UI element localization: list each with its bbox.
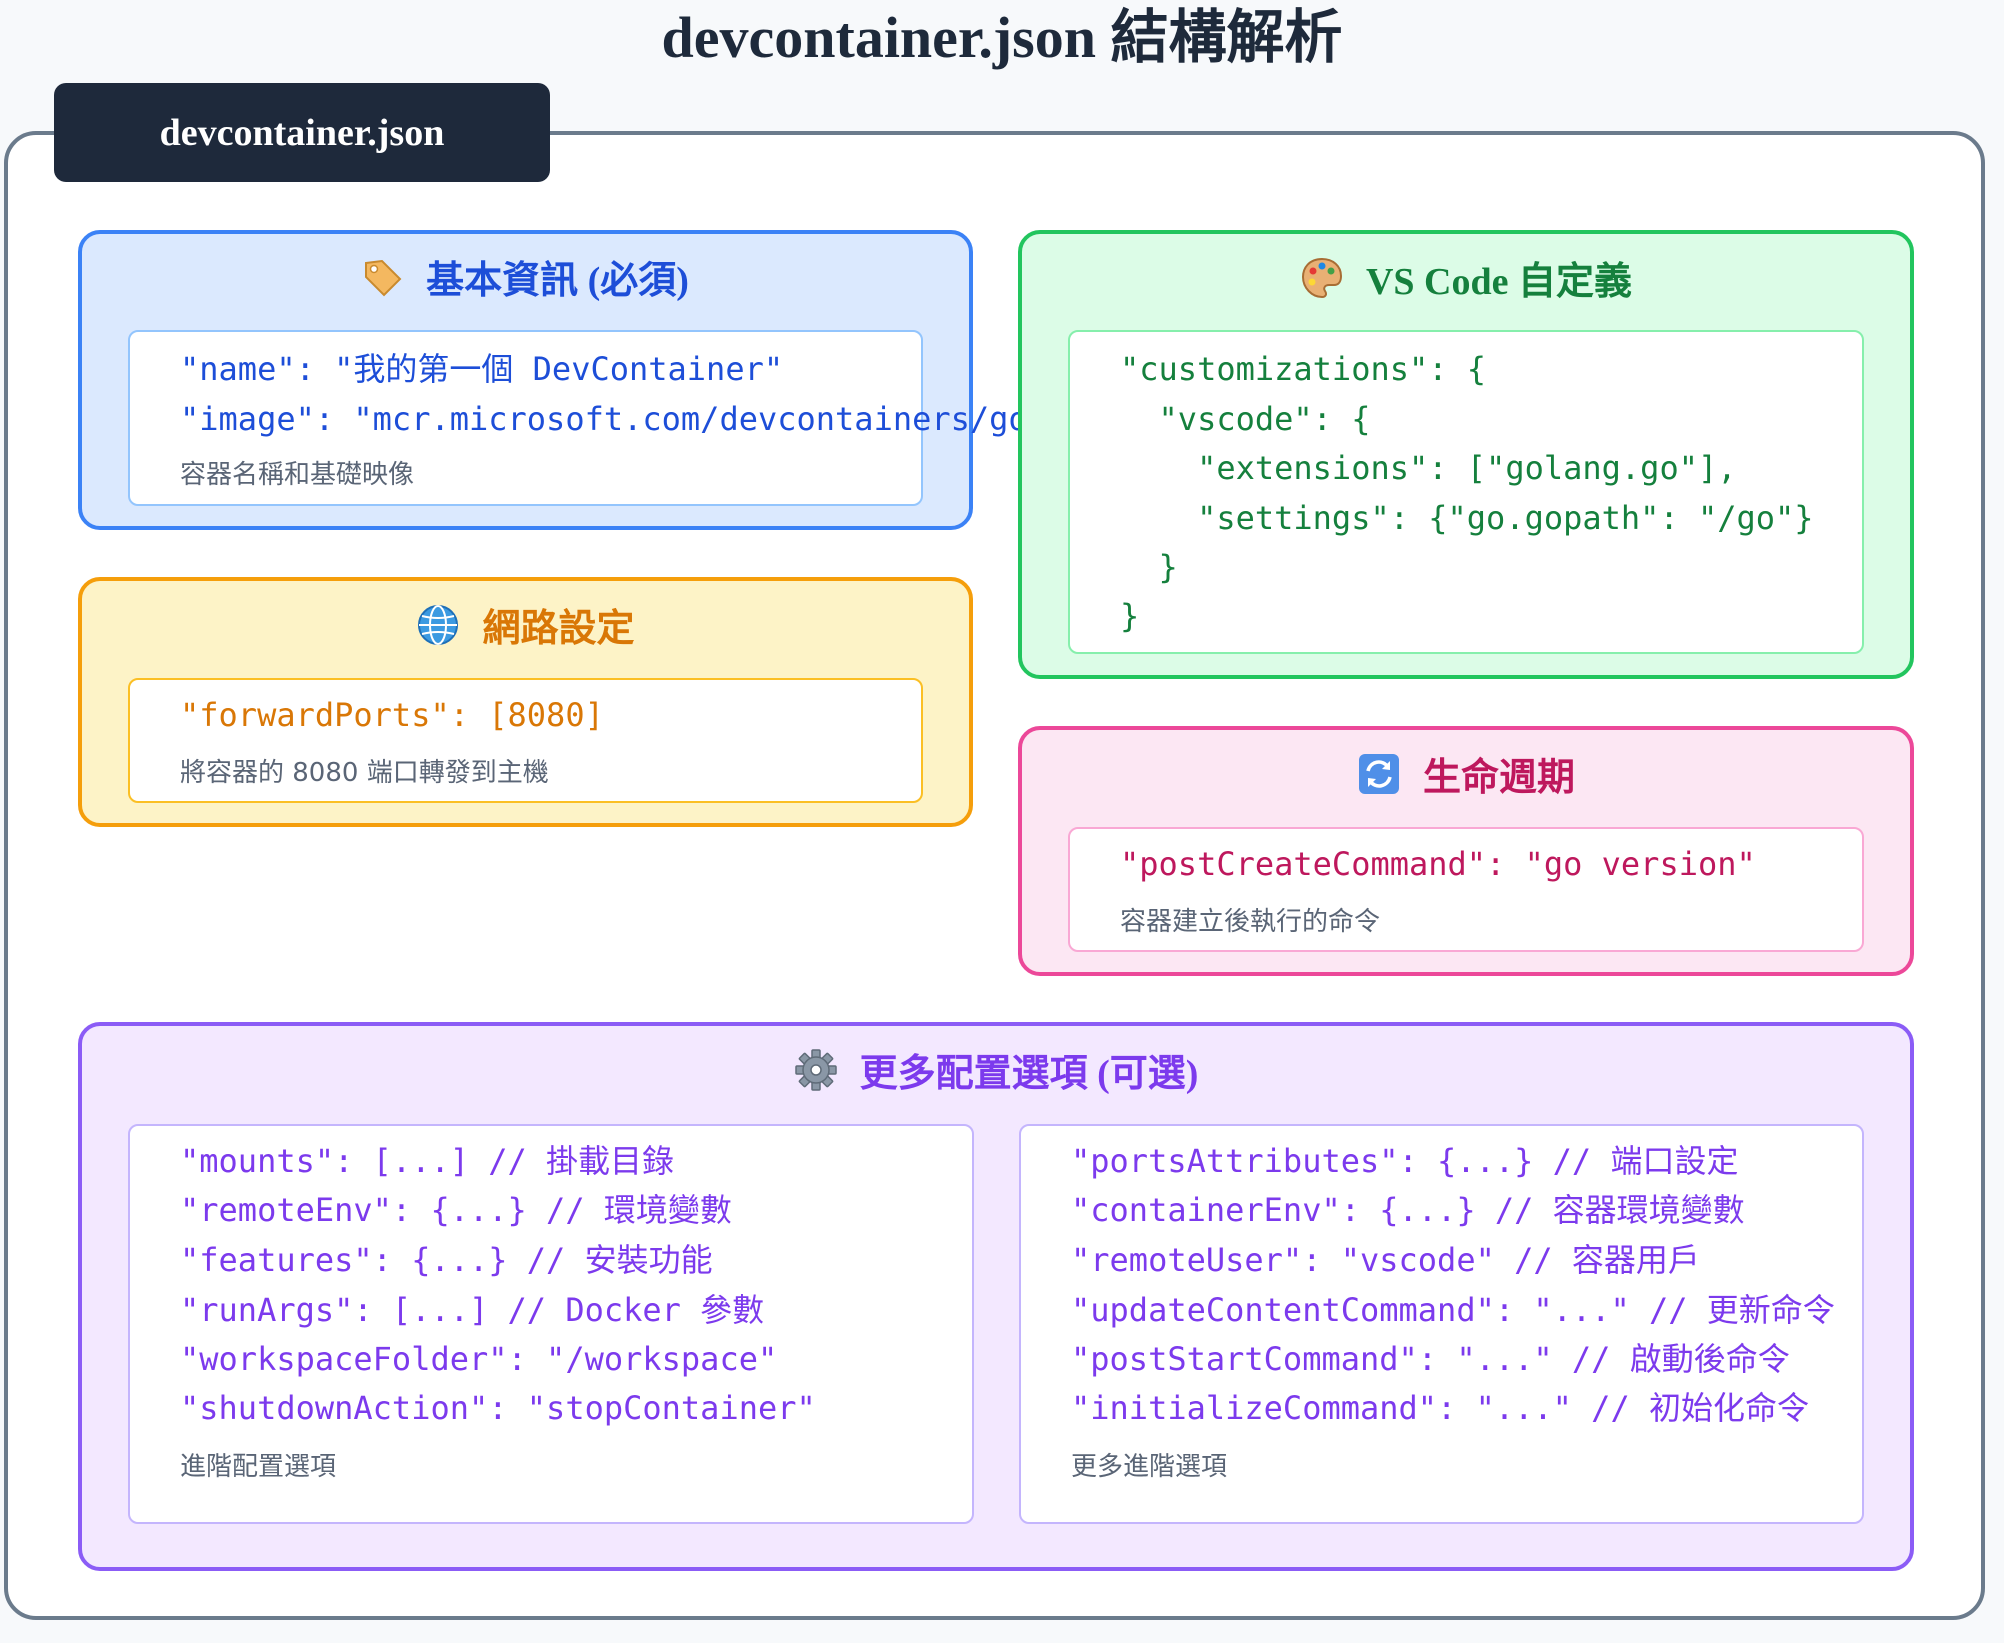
basic-info-section: 基本資訊 (必須) "name": "我的第一個 DevContainer" "… — [78, 230, 1028, 530]
vscode-section: VS Code 自定義 "customizations": { "vscode"… — [1018, 230, 1914, 679]
code-line: "remoteUser": "vscode" // 容器用戶 — [1071, 1241, 1700, 1279]
tag-icon — [362, 256, 416, 306]
code-line: "updateContentCommand": "..." // 更新命令 — [1071, 1291, 1835, 1329]
code-line: "remoteEnv": {...} // 環境變數 — [180, 1191, 732, 1229]
vscode-code-box: "customizations": { "vscode": { "extensi… — [1068, 330, 1864, 654]
code-line: "vscode": { — [1120, 400, 1371, 438]
code-line: "name": "我的第一個 DevContainer" — [180, 350, 784, 388]
basic-info-note: 容器名稱和基礎映像 — [180, 460, 415, 490]
file-tab: devcontainer.json — [54, 83, 550, 182]
code-line: "forwardPorts": [8080] — [180, 696, 604, 734]
basic-info-code-box: "name": "我的第一個 DevContainer" "image": "m… — [128, 330, 1028, 506]
code-line: "extensions": ["golang.go"], — [1120, 449, 1737, 487]
code-line: "features": {...} // 安裝功能 — [180, 1241, 713, 1279]
globe-icon — [416, 603, 472, 654]
lifecycle-note: 容器建立後執行的命令 — [1120, 907, 1381, 937]
gear-icon — [794, 1048, 850, 1099]
code-line: } — [1120, 597, 1140, 635]
code-line: } — [1120, 548, 1178, 586]
code-line: "settings": {"go.gopath": "/go"} — [1120, 499, 1814, 537]
cycle-arrows-icon — [1357, 752, 1413, 803]
network-code-box: "forwardPorts": [8080] 將容器的 8080 端口轉發到主機 — [128, 678, 923, 803]
more-options-left-note: 進階配置選項 — [180, 1452, 337, 1482]
more-options-left-box: "mounts": [...] // 掛載目錄 "remoteEnv": {..… — [128, 1124, 974, 1524]
more-options-right-box: "portsAttributes": {...} // 端口設定 "contai… — [1019, 1124, 1864, 1524]
lifecycle-title: 生命週期 — [1422, 757, 1575, 799]
palette-icon — [1300, 256, 1356, 307]
code-line: "customizations": { — [1120, 350, 1487, 388]
code-line: "containerEnv": {...} // 容器環境變數 — [1071, 1191, 1745, 1229]
lifecycle-section: 生命週期 "postCreateCommand": "go version" 容… — [1018, 726, 1914, 976]
code-line: "postCreateCommand": "go version" — [1120, 845, 1756, 883]
page-title: devcontainer.json 結構解析 — [661, 5, 1343, 70]
more-options-title: 更多配置選項 (可選) — [859, 1053, 1199, 1095]
more-options-section: 更多配置選項 (可選) "mounts": [...] // 掛載目錄 "rem… — [78, 1022, 1914, 1571]
more-options-right-note: 更多進階選項 — [1071, 1452, 1228, 1482]
network-title: 網路設定 — [482, 608, 635, 650]
code-line: "image": "mcr.microsoft.com/devcontainer… — [180, 400, 1028, 438]
network-section: 網路設定 "forwardPorts": [8080] 將容器的 8080 端口… — [78, 577, 973, 827]
network-note: 將容器的 8080 端口轉發到主機 — [180, 758, 549, 788]
lifecycle-code-box: "postCreateCommand": "go version" 容器建立後執… — [1068, 827, 1864, 952]
code-line: "initializeCommand": "..." // 初始化命令 — [1071, 1389, 1809, 1427]
code-line: "shutdownAction": "stopContainer" — [180, 1389, 816, 1427]
code-line: "runArgs": [...] // Docker 參數 — [180, 1291, 765, 1329]
vscode-title: VS Code 自定義 — [1365, 261, 1633, 303]
code-line: "postStartCommand": "..." // 啟動後命令 — [1071, 1340, 1790, 1378]
code-line: "workspaceFolder": "/workspace" — [180, 1340, 778, 1378]
basic-info-title: 基本資訊 (必須) — [426, 260, 689, 302]
code-line: "portsAttributes": {...} // 端口設定 — [1071, 1142, 1739, 1180]
code-line: "mounts": [...] // 掛載目錄 — [180, 1142, 675, 1180]
